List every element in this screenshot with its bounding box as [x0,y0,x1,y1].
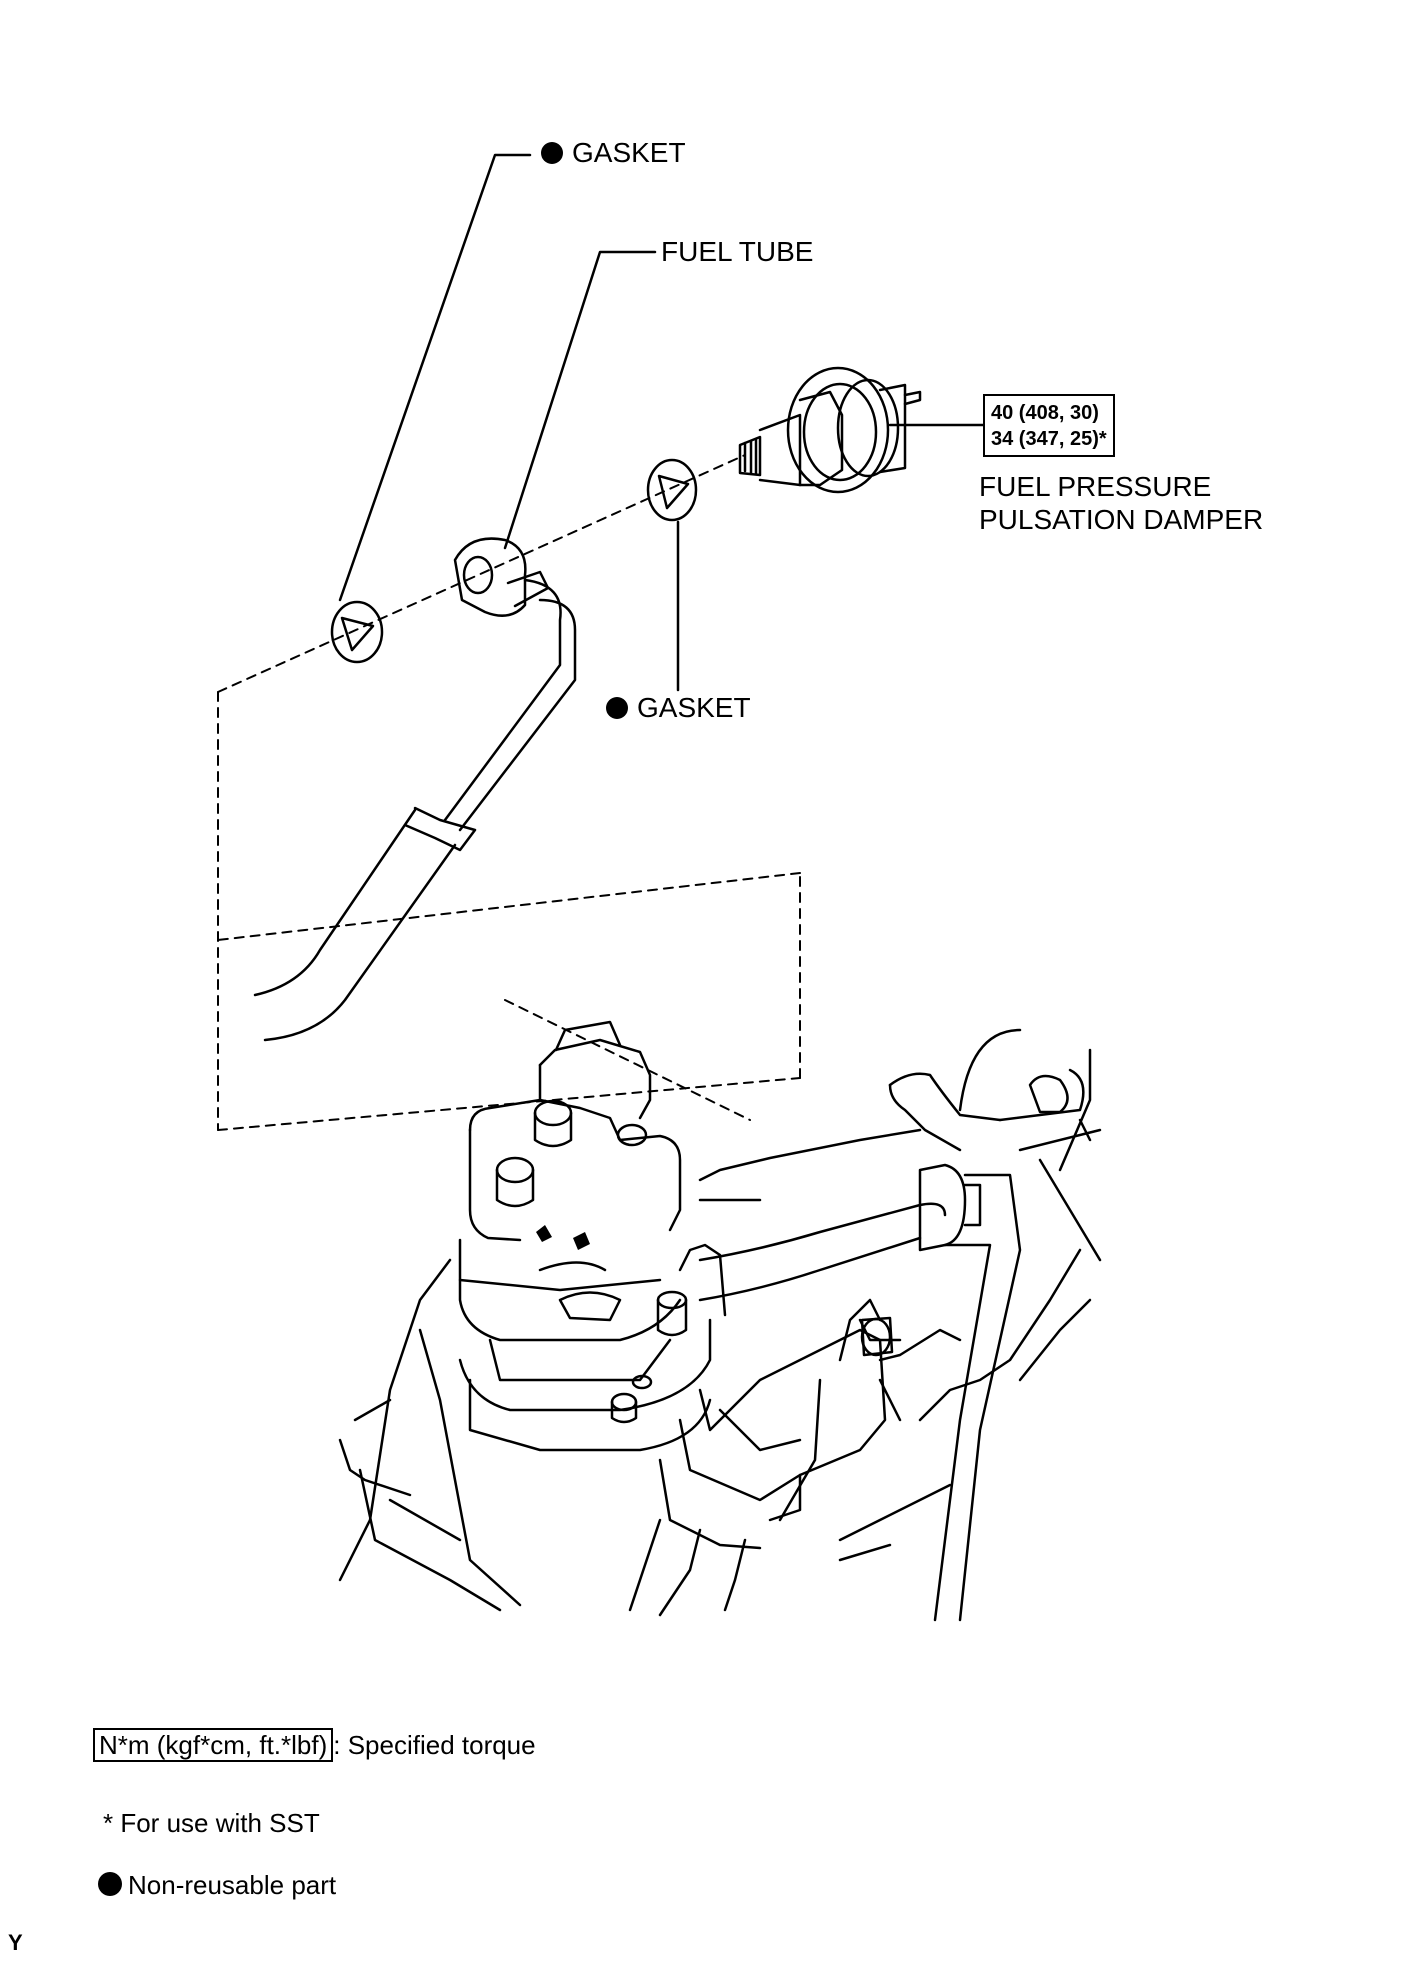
filled-circle-icon [606,697,628,719]
torque-line-2: 34 (347, 25)* [991,428,1107,450]
legend-non-reusable: Non-reusable part [98,1870,336,1900]
corner-mark: Y [8,1930,23,1955]
legend-sst-note: * For use with SST [103,1808,320,1838]
gasket-right [646,458,698,522]
label-gasket-top: GASKET [541,137,686,169]
label-gasket-bottom: GASKET [606,692,751,724]
gasket-left [330,600,384,664]
fuel-tube-part [253,537,577,1042]
filled-circle-icon [98,1872,122,1896]
legend-torque-desc: : Specified torque [333,1730,536,1760]
label-fuel-tube: FUEL TUBE [661,236,814,267]
legend-torque: N*m (kgf*cm, ft.*lbf): Specified torque [93,1728,536,1762]
torque-line-1: 40 (408, 30) [991,402,1099,424]
gasket-top-leader [338,153,532,602]
filled-circle-icon [541,142,563,164]
pump-assembly [338,1020,1102,1622]
legend-torque-units: N*m (kgf*cm, ft.*lbf) [93,1728,334,1762]
fuel-tube-leader [503,250,657,550]
pulsation-damper [738,366,922,494]
torque-spec-box: 40 (408, 30) 34 (347, 25)* [983,394,1115,457]
label-damper-line-2: PULSATION DAMPER [979,504,1264,535]
label-damper-line-1: FUEL PRESSURE [979,471,1212,502]
dashed-guides [217,454,801,1131]
